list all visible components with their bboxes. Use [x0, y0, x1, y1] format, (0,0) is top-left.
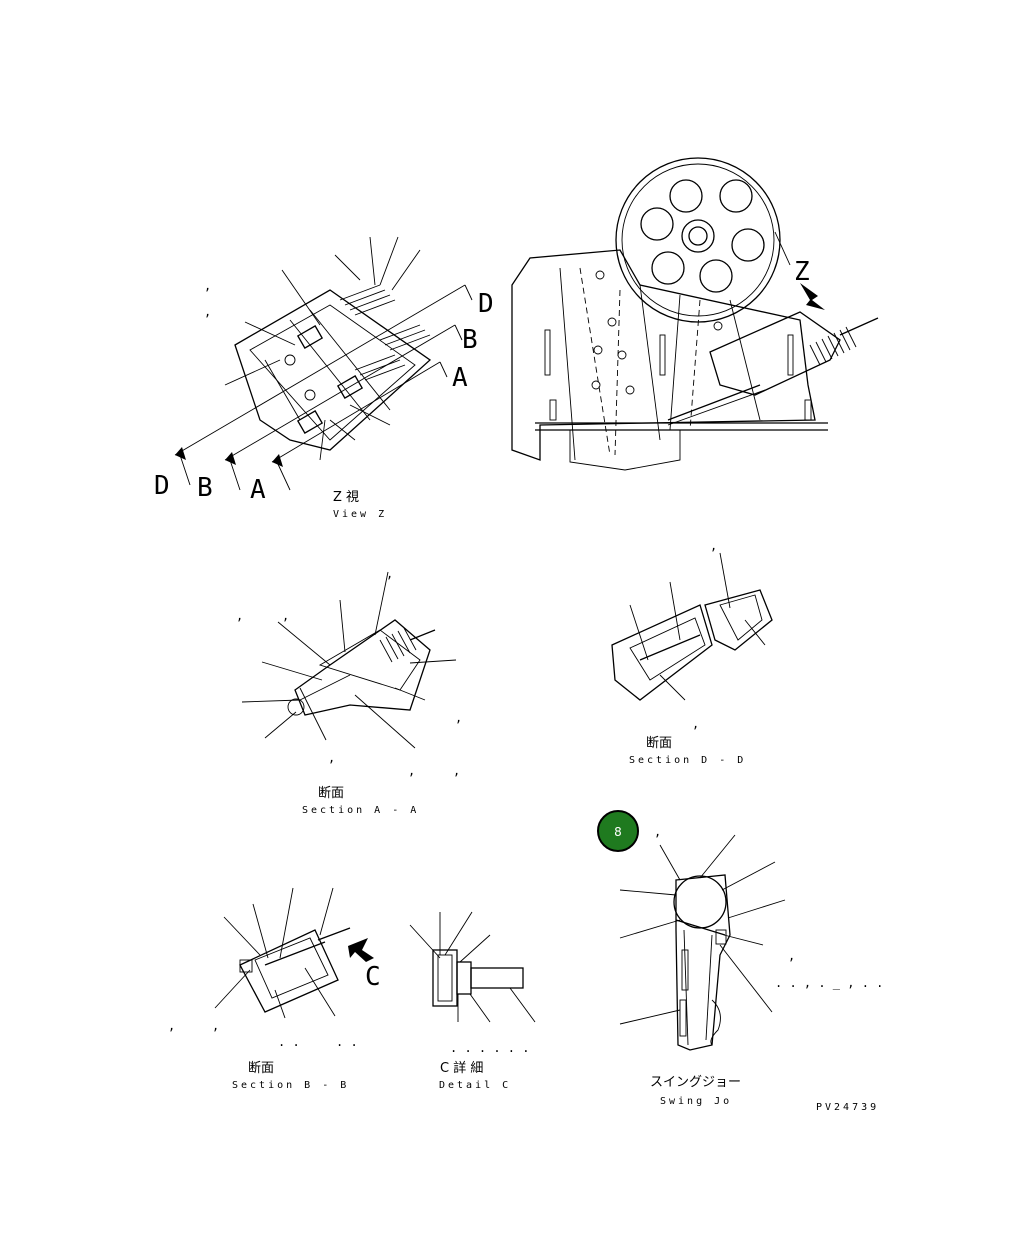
svg-text:,: ,: [788, 949, 795, 963]
detail-c-en-label: Detail C: [439, 1080, 511, 1091]
jaw-crusher-drawing: [511, 157, 879, 471]
svg-text:. .: . .: [336, 1035, 358, 1049]
section-a-a-jp-label: 断面: [318, 786, 344, 801]
section-b-b-drawing: , , . . . .: [168, 887, 374, 1049]
section-b-b-en-label: Section B - B: [232, 1080, 349, 1091]
marker-d-left: D: [154, 471, 170, 501]
svg-text:,: ,: [204, 305, 211, 319]
svg-text:,: ,: [453, 764, 460, 778]
svg-text:. .: . .: [278, 1035, 300, 1049]
svg-text:. . . . . .: . . . . . .: [450, 1041, 529, 1055]
svg-text:,: ,: [654, 825, 661, 839]
svg-text:,: ,: [692, 717, 699, 731]
view-z-drawing: , ,: [174, 236, 473, 491]
part-number-badge: [597, 810, 639, 852]
section-a-a-drawing: , , , , , , ,: [236, 567, 462, 778]
svg-text:,: ,: [408, 764, 415, 778]
svg-text:,: ,: [328, 751, 335, 765]
marker-d-right: D: [478, 289, 494, 319]
marker-z: Z: [794, 257, 810, 287]
svg-text:,: ,: [236, 609, 243, 623]
swing-jaw-drawing: , ,: [619, 825, 795, 1051]
marker-a-left: A: [250, 475, 266, 505]
section-a-a-en-label: Section A - A: [302, 805, 419, 816]
swing-jaw-en-label: Swing Jo: [660, 1096, 732, 1107]
marker-a-right: A: [452, 363, 468, 393]
swing-jaw-note: . . , . _ , . .: [775, 976, 883, 990]
section-d-d-drawing: , ,: [611, 539, 773, 731]
view-z-en-label: View Z: [333, 509, 387, 520]
svg-text:,: ,: [204, 279, 211, 293]
marker-c: C: [365, 962, 381, 992]
section-b-b-jp-label: 断面: [248, 1061, 274, 1076]
section-d-d-jp-label: 断面: [646, 736, 672, 751]
svg-text:,: ,: [168, 1019, 175, 1033]
section-d-d-en-label: Section D - D: [629, 755, 746, 766]
drawing-code: PV24739: [816, 1102, 879, 1113]
svg-text:,: ,: [455, 711, 462, 725]
marker-b-left: B: [197, 473, 213, 503]
detail-c-drawing: . . . . . .: [409, 911, 536, 1055]
marker-b-right: B: [462, 325, 478, 355]
svg-text:,: ,: [282, 609, 289, 623]
part-number-badge-label: 8: [614, 825, 622, 839]
svg-text:,: ,: [386, 567, 393, 581]
detail-c-jp-label: C 詳 細: [440, 1060, 483, 1076]
view-z-jp-label: Z 視: [333, 490, 359, 505]
svg-text:,: ,: [212, 1019, 219, 1033]
swing-jaw-jp-label: スイングジョー: [650, 1075, 741, 1090]
svg-text:,: ,: [710, 539, 717, 553]
